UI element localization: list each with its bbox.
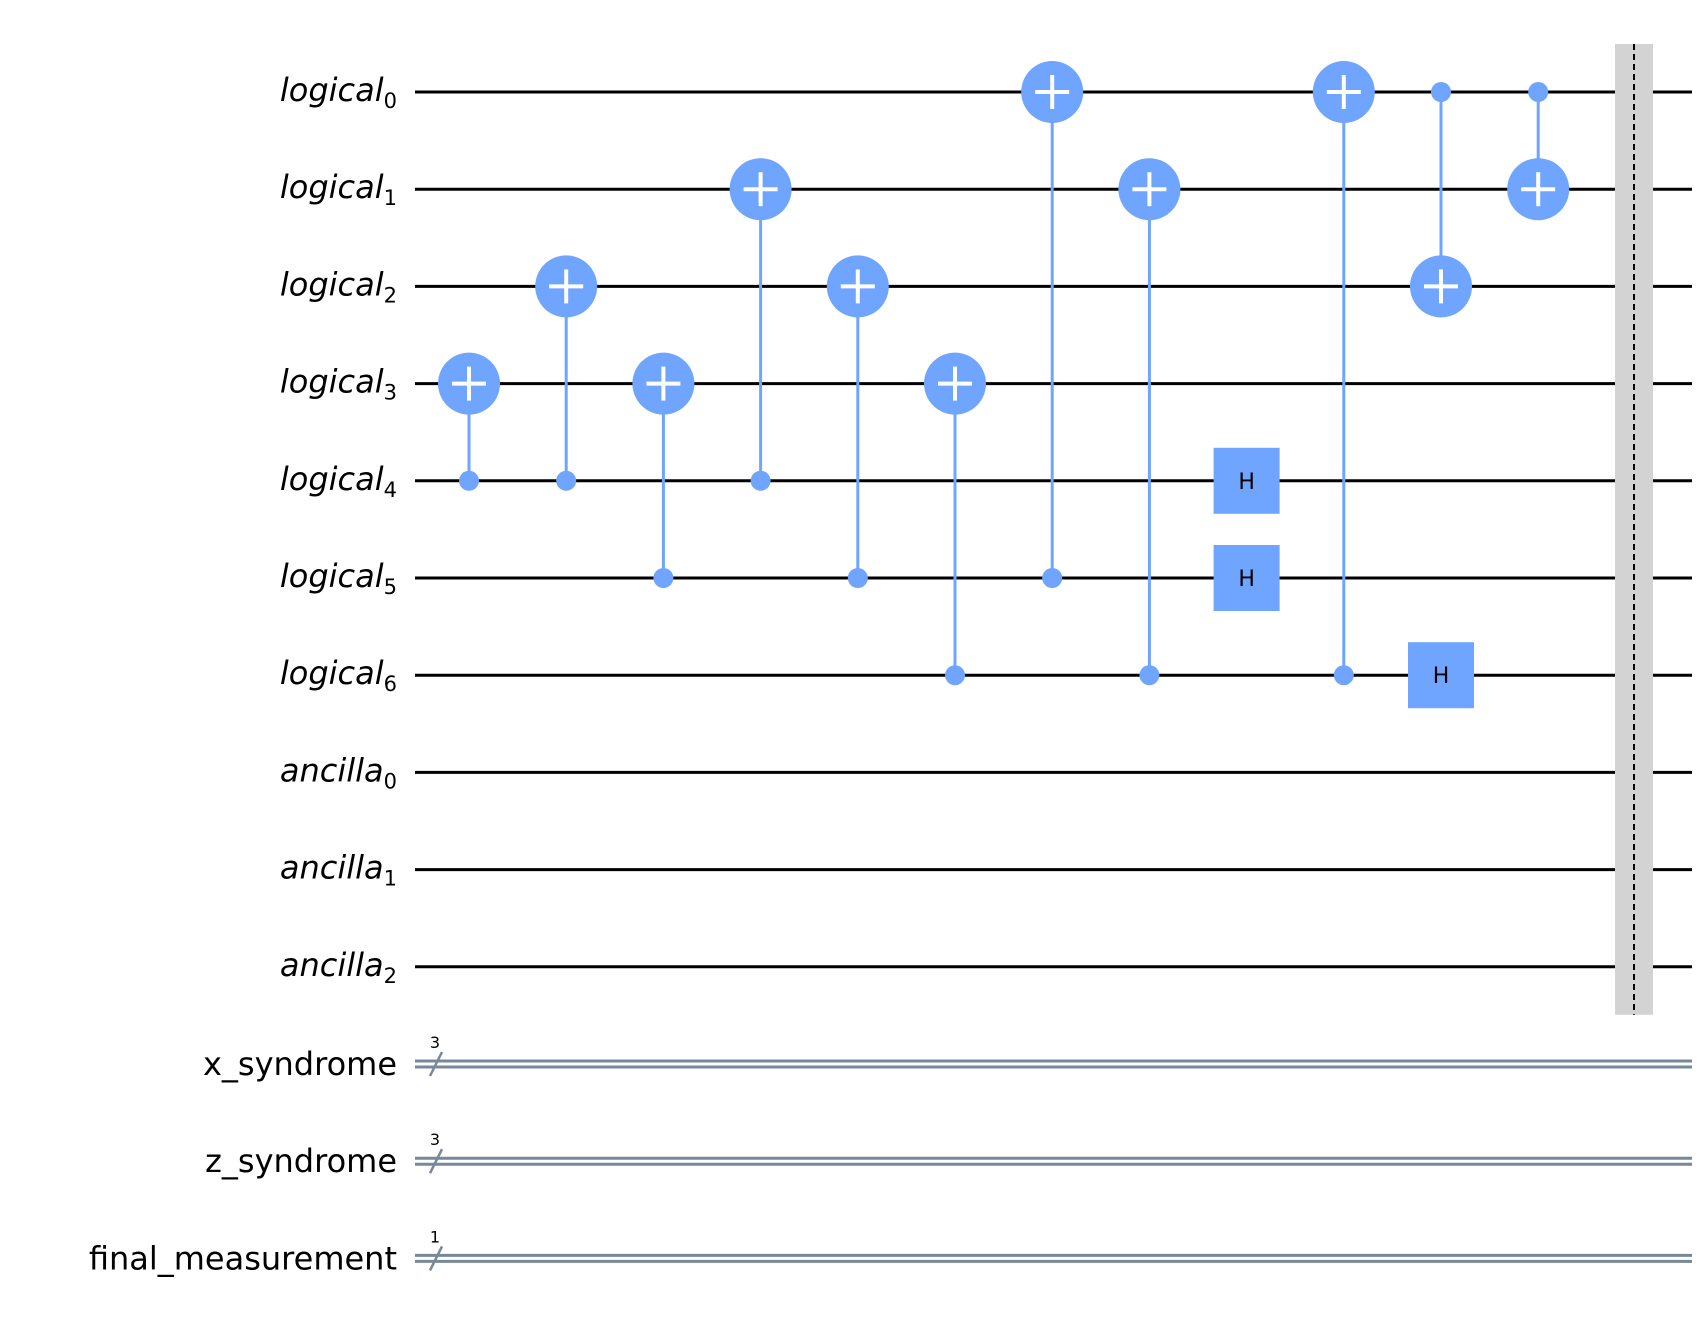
hadamard-box bbox=[1408, 642, 1474, 709]
qubit-label-name: logical bbox=[280, 71, 384, 109]
hadamard-label: H bbox=[1238, 470, 1255, 495]
hadamard-label: H bbox=[1433, 664, 1450, 689]
clbit-label: final_measurement bbox=[89, 1239, 397, 1277]
control-dot bbox=[1139, 665, 1160, 686]
hadamard-label: H bbox=[1238, 567, 1255, 592]
qubit-label-index: 2 bbox=[384, 964, 397, 988]
hadamard-box bbox=[1213, 447, 1280, 514]
bundle-width-label: 3 bbox=[430, 1033, 440, 1052]
qubit-label-name: logical bbox=[280, 363, 384, 401]
qubit-label-name: ancilla bbox=[280, 849, 384, 887]
clbit-label: z_syndrome bbox=[205, 1142, 397, 1180]
clbit-label: x_syndrome bbox=[203, 1045, 397, 1083]
qubit-label: logical1 bbox=[280, 168, 397, 210]
cnot-gate bbox=[438, 352, 500, 491]
cnot-gate bbox=[924, 352, 986, 686]
control-dot bbox=[1042, 568, 1063, 588]
qubit-label: logical6 bbox=[280, 654, 397, 696]
qubit-label-name: logical bbox=[280, 557, 384, 595]
hadamard-gate: H bbox=[1213, 545, 1280, 611]
bundle-width-label: 1 bbox=[430, 1227, 440, 1246]
cnot-gate bbox=[826, 255, 889, 588]
qubit-label-index: 6 bbox=[384, 672, 397, 696]
bundle-slash bbox=[428, 1148, 444, 1174]
qubit-label-index: 5 bbox=[384, 575, 397, 599]
cnot-gate bbox=[1507, 82, 1570, 221]
control-dot bbox=[847, 568, 868, 588]
cnot-gate bbox=[729, 158, 792, 491]
bundle-slash bbox=[428, 1245, 444, 1271]
qubit-label: logical0 bbox=[280, 71, 397, 113]
cnot-gate bbox=[535, 255, 598, 491]
qubit-label-name: logical bbox=[280, 460, 384, 498]
qubit-label-name: logical bbox=[280, 654, 384, 692]
qubit-label: ancilla1 bbox=[280, 849, 397, 891]
qubit-label-index: 3 bbox=[384, 381, 397, 405]
qubit-label-index: 1 bbox=[384, 186, 397, 210]
control-dot bbox=[945, 665, 965, 686]
qubit-label-index: 0 bbox=[384, 89, 397, 113]
cnot-gate bbox=[1021, 61, 1084, 588]
cnot-gate bbox=[1118, 158, 1181, 686]
qubit-label-index: 2 bbox=[384, 283, 397, 307]
bundle-width-label: 3 bbox=[430, 1130, 440, 1149]
cnot-gate bbox=[632, 352, 695, 588]
qubit-label: logical4 bbox=[280, 460, 397, 502]
cnot-gate bbox=[1410, 82, 1472, 318]
control-dot bbox=[1431, 82, 1451, 102]
cnot-gate bbox=[1312, 61, 1375, 686]
qubit-label-index: 4 bbox=[384, 478, 397, 502]
control-dot bbox=[556, 470, 577, 491]
qubit-label: logical3 bbox=[280, 363, 397, 405]
qubit-label-name: logical bbox=[280, 265, 384, 303]
hadamard-gate: H bbox=[1213, 447, 1280, 514]
control-dot bbox=[459, 470, 479, 491]
hadamard-gate: H bbox=[1408, 642, 1474, 709]
hadamard-box bbox=[1213, 545, 1280, 611]
qubit-label-name: logical bbox=[280, 168, 384, 206]
qubit-label-index: 1 bbox=[384, 867, 397, 891]
control-dot bbox=[1528, 82, 1549, 102]
qubit-label-index: 0 bbox=[384, 769, 397, 793]
register-labels: logical0logical1logical2logical3logical4… bbox=[89, 71, 440, 1277]
bundle-slash bbox=[428, 1051, 444, 1077]
qubit-label: logical2 bbox=[280, 265, 397, 307]
qubit-label: ancilla2 bbox=[280, 946, 397, 988]
qubit-label-name: ancilla bbox=[280, 946, 384, 984]
qubit-label-name: ancilla bbox=[280, 751, 384, 789]
barrier bbox=[1615, 44, 1653, 1015]
qubit-label: logical5 bbox=[280, 557, 397, 599]
control-dot bbox=[1333, 665, 1354, 686]
gates: H H H bbox=[438, 61, 1570, 709]
qubit-label: ancilla0 bbox=[280, 751, 397, 793]
control-dot bbox=[653, 568, 674, 588]
control-dot bbox=[750, 470, 771, 491]
